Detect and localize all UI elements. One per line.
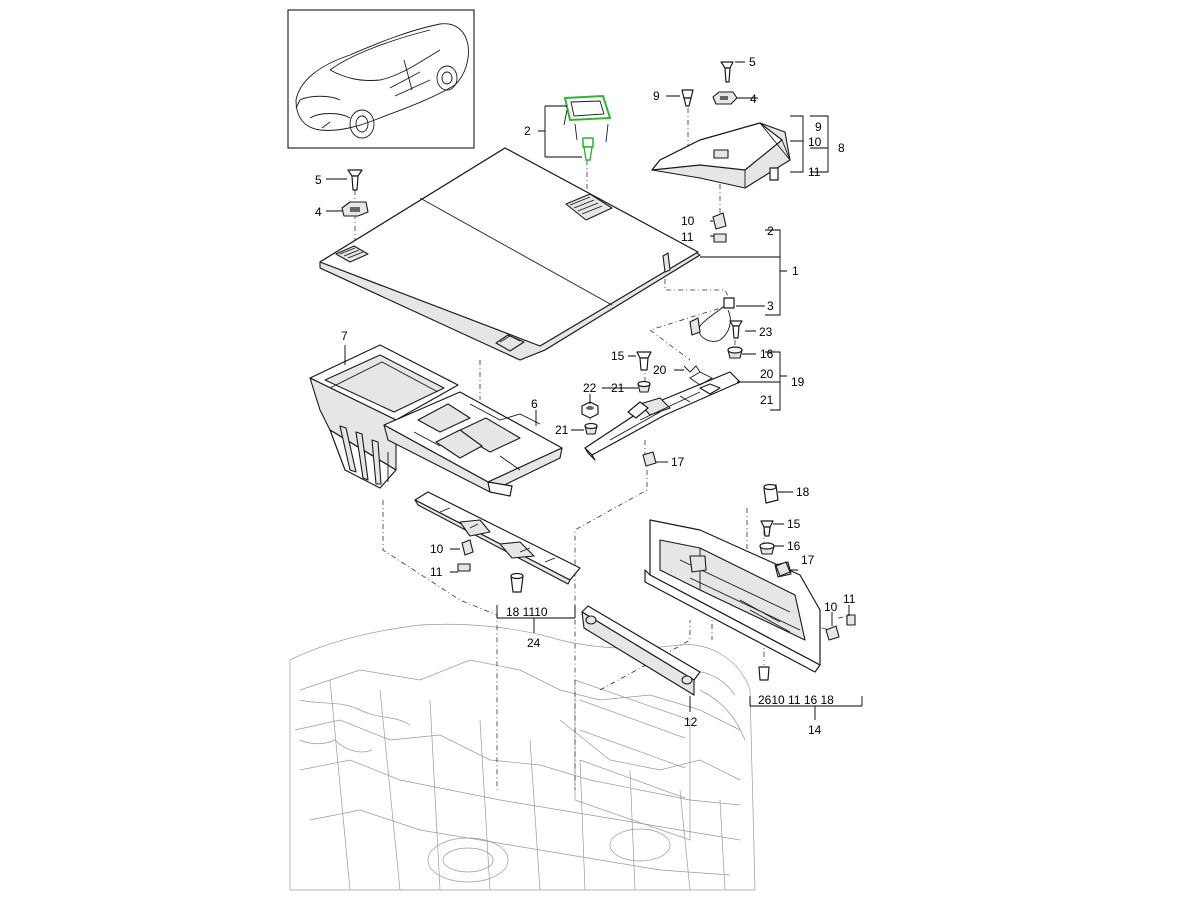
- callout-21-a: 21: [611, 381, 625, 395]
- callout-22: 22: [583, 381, 597, 395]
- callout-8: 8: [838, 141, 845, 155]
- callout-10-right: 10: [824, 600, 838, 614]
- fasteners-23-16: [727, 320, 743, 359]
- callout-19: 19: [791, 375, 805, 389]
- callout-9-top: 9: [653, 89, 660, 103]
- callout-4-top-right: 4: [750, 92, 757, 106]
- callout-5-top-right: 5: [749, 55, 756, 69]
- part-19-bracket[interactable]: [584, 371, 741, 461]
- part-12-cover-plate[interactable]: [581, 605, 701, 696]
- callout-16-b: 16: [787, 539, 801, 553]
- part-14-side-trim[interactable]: [644, 519, 856, 673]
- callout-23: 23: [759, 325, 773, 339]
- callout-17-b: 17: [801, 553, 815, 567]
- callout-10-mid: 10: [681, 214, 695, 228]
- callout-6: 6: [531, 397, 538, 411]
- callout-15-b: 15: [787, 517, 801, 531]
- callout-2-right: 2: [767, 224, 774, 238]
- assembly-lines: [354, 108, 851, 790]
- callout-11-left: 11: [430, 565, 443, 579]
- callout-7: 7: [341, 329, 348, 343]
- callout-16-a: 16: [760, 347, 774, 361]
- callout-labels: 2 5 9 4 9 10 11 8 5 4 10 11 2 1 3 23 7 1…: [315, 55, 856, 737]
- callout-21-b: 21: [760, 393, 774, 407]
- callout-20-a: 20: [653, 363, 667, 377]
- callout-9-bracket: 9: [815, 120, 822, 134]
- callout-17-a: 17: [671, 455, 685, 469]
- callout-12: 12: [684, 715, 698, 729]
- part-3-pull-strap[interactable]: [689, 297, 735, 342]
- callout-24: 24: [527, 636, 541, 650]
- fasteners-upper-right: [681, 61, 738, 243]
- callout-20-b: 20: [760, 367, 774, 381]
- callout-15-a: 15: [611, 349, 625, 363]
- callout-21-c: 21: [555, 423, 569, 437]
- part-6-tool-tray[interactable]: [383, 391, 563, 497]
- callout-1: 1: [792, 264, 799, 278]
- callout-4-left: 4: [315, 205, 322, 219]
- part-2-storage-insert[interactable]: [563, 94, 612, 161]
- fasteners-left: [341, 169, 369, 217]
- callout-14: 14: [808, 723, 822, 737]
- callout-18-a: 18: [796, 485, 810, 499]
- callout-11-right: 11: [843, 592, 856, 606]
- part-8-trim-panel[interactable]: [651, 122, 791, 189]
- callout-2-top: 2: [524, 124, 531, 138]
- callout-14-items: 2610 11 16 18: [758, 693, 834, 707]
- callout-11-bracket: 11: [808, 165, 821, 179]
- leader-lines: [326, 61, 863, 720]
- callout-11-mid: 11: [681, 230, 694, 244]
- fasteners-19-group: [581, 351, 701, 467]
- callout-5-left: 5: [315, 173, 322, 187]
- part-24-rail[interactable]: [414, 491, 581, 593]
- callout-24-items: 18 1110: [506, 605, 548, 619]
- vehicle-inset: [287, 9, 475, 149]
- callout-10-bracket: 10: [808, 135, 822, 149]
- body-structure-ghost: [289, 623, 756, 891]
- part-1-load-floor[interactable]: [319, 147, 701, 361]
- callout-3: 3: [767, 299, 774, 313]
- callout-10-left: 10: [430, 542, 444, 556]
- fasteners-right: [758, 483, 791, 681]
- part-7-storage-tray[interactable]: [309, 344, 459, 489]
